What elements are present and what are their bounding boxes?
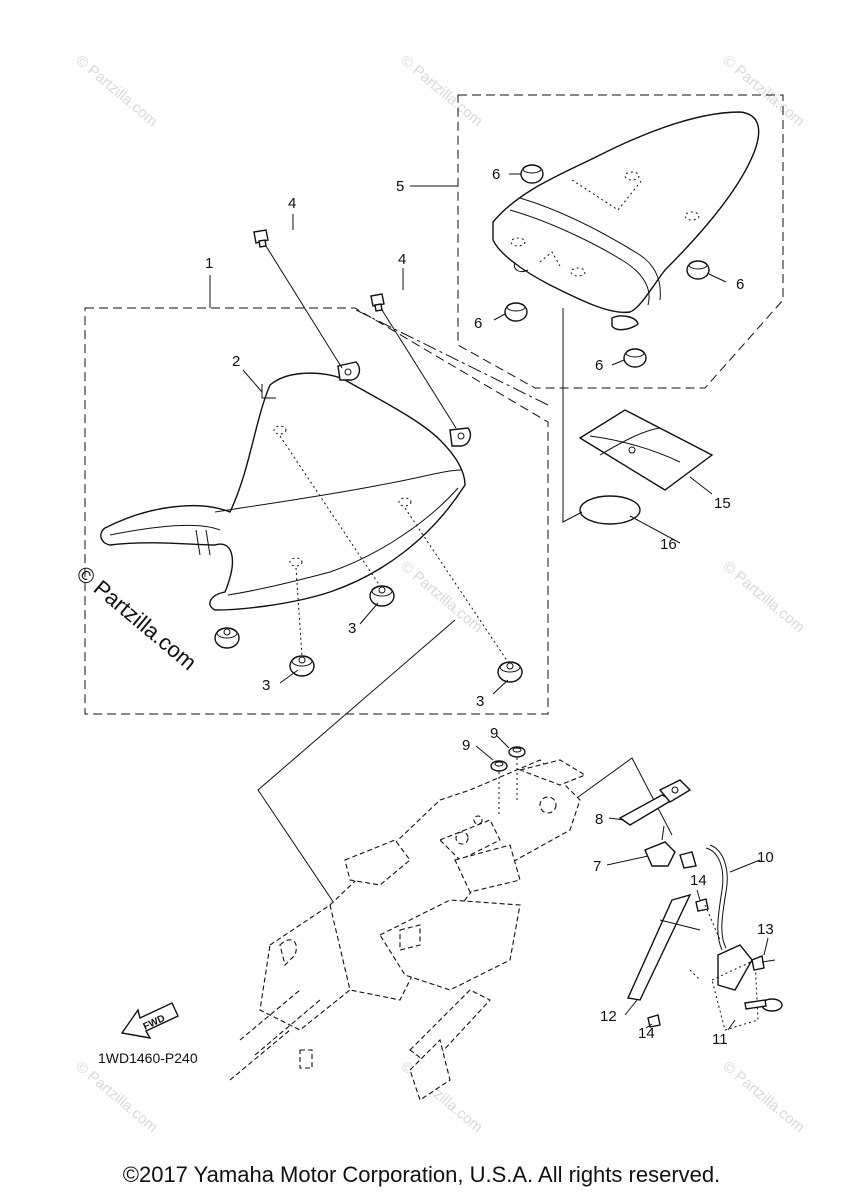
callout-10: 10 xyxy=(757,849,774,866)
lock-leader xyxy=(704,904,721,941)
bolt-14-upper xyxy=(695,898,709,912)
bolt-4-left xyxy=(253,229,269,248)
callout-5: 5 xyxy=(396,178,404,195)
rider-seat-group-outline xyxy=(84,307,549,715)
callout-4: 4 xyxy=(288,195,296,212)
callout-14: 14 xyxy=(638,1025,655,1042)
callout-6: 6 xyxy=(595,357,603,374)
callout-2: 2 xyxy=(232,353,240,370)
rear-frame xyxy=(229,759,587,1101)
damper-6-right xyxy=(686,260,710,280)
bolt-4-left-leader xyxy=(265,245,343,369)
watermark-repeat: © Partzilla.com xyxy=(397,558,485,636)
callout-6: 6 xyxy=(736,276,744,293)
lock-catch-7 xyxy=(644,825,697,869)
callout-16: 16 xyxy=(660,536,677,553)
callout-7: 7 xyxy=(593,858,601,875)
watermark-repeat: © Partzilla.com xyxy=(719,558,807,636)
rubber-band xyxy=(579,495,641,525)
seat-lock-11 xyxy=(711,944,783,1031)
callout-12: 12 xyxy=(600,1008,617,1025)
callout-9: 9 xyxy=(462,737,470,754)
nut-9-right xyxy=(508,746,526,758)
watermark-repeat: © Partzilla.com xyxy=(719,1058,807,1136)
lock-leader xyxy=(689,969,701,981)
damper-6-top xyxy=(520,164,544,184)
fwd-arrow-icon: FWD xyxy=(120,1002,179,1039)
damper-3-left xyxy=(214,627,240,649)
nut-9-left xyxy=(490,760,508,772)
seat-connection-line xyxy=(562,308,583,523)
passenger-seat xyxy=(492,111,760,331)
callout-3: 3 xyxy=(348,620,356,637)
callout-3: 3 xyxy=(476,693,484,710)
bolt-4-right xyxy=(370,293,385,312)
storage-tray xyxy=(578,409,714,491)
bracket-8 xyxy=(618,779,692,826)
damper-leader xyxy=(404,507,509,663)
bolt-14-lower xyxy=(647,1014,661,1028)
cable-bracket-12 xyxy=(626,893,701,1001)
callout-13: 13 xyxy=(757,921,774,938)
callout-4: 4 xyxy=(398,251,406,268)
partzilla-watermark: © Partzilla.com xyxy=(72,561,202,675)
damper-leader xyxy=(279,435,381,587)
rider-seat xyxy=(100,361,472,611)
watermark-repeat: © Partzilla.com xyxy=(397,52,485,130)
copyright-notice: ©2017 Yamaha Motor Corporation, U.S.A. A… xyxy=(122,1162,721,1187)
callout-15: 15 xyxy=(714,495,731,512)
watermark-repeat: © Partzilla.com xyxy=(72,52,160,130)
callout-3: 3 xyxy=(262,677,270,694)
bolt-13 xyxy=(751,955,776,971)
damper-6-left xyxy=(504,302,528,322)
callout-8: 8 xyxy=(595,811,603,828)
callout-1: 1 xyxy=(205,255,213,272)
callout-11: 11 xyxy=(712,1031,728,1048)
seat-to-frame-leader xyxy=(257,619,456,913)
callout-9: 9 xyxy=(490,725,498,742)
bolt-4-right-leader xyxy=(381,309,457,429)
callout-6: 6 xyxy=(474,315,482,332)
passenger-seat-group-outline xyxy=(457,94,784,389)
damper-3-right-upper xyxy=(369,585,395,607)
damper-3-right-lower xyxy=(497,661,523,683)
damper-6-bottom xyxy=(623,348,647,368)
lock-to-frame-leader xyxy=(562,757,673,836)
callout-leaders xyxy=(209,173,769,1031)
diagram-code: 1WD1460-P240 xyxy=(98,1050,198,1066)
callout-6: 6 xyxy=(492,166,500,183)
seat-to-frame-line xyxy=(351,307,549,406)
watermark-repeat: © Partzilla.com xyxy=(72,1058,160,1136)
callout-14: 14 xyxy=(690,872,707,889)
seat-lock-cable-10 xyxy=(705,844,728,951)
